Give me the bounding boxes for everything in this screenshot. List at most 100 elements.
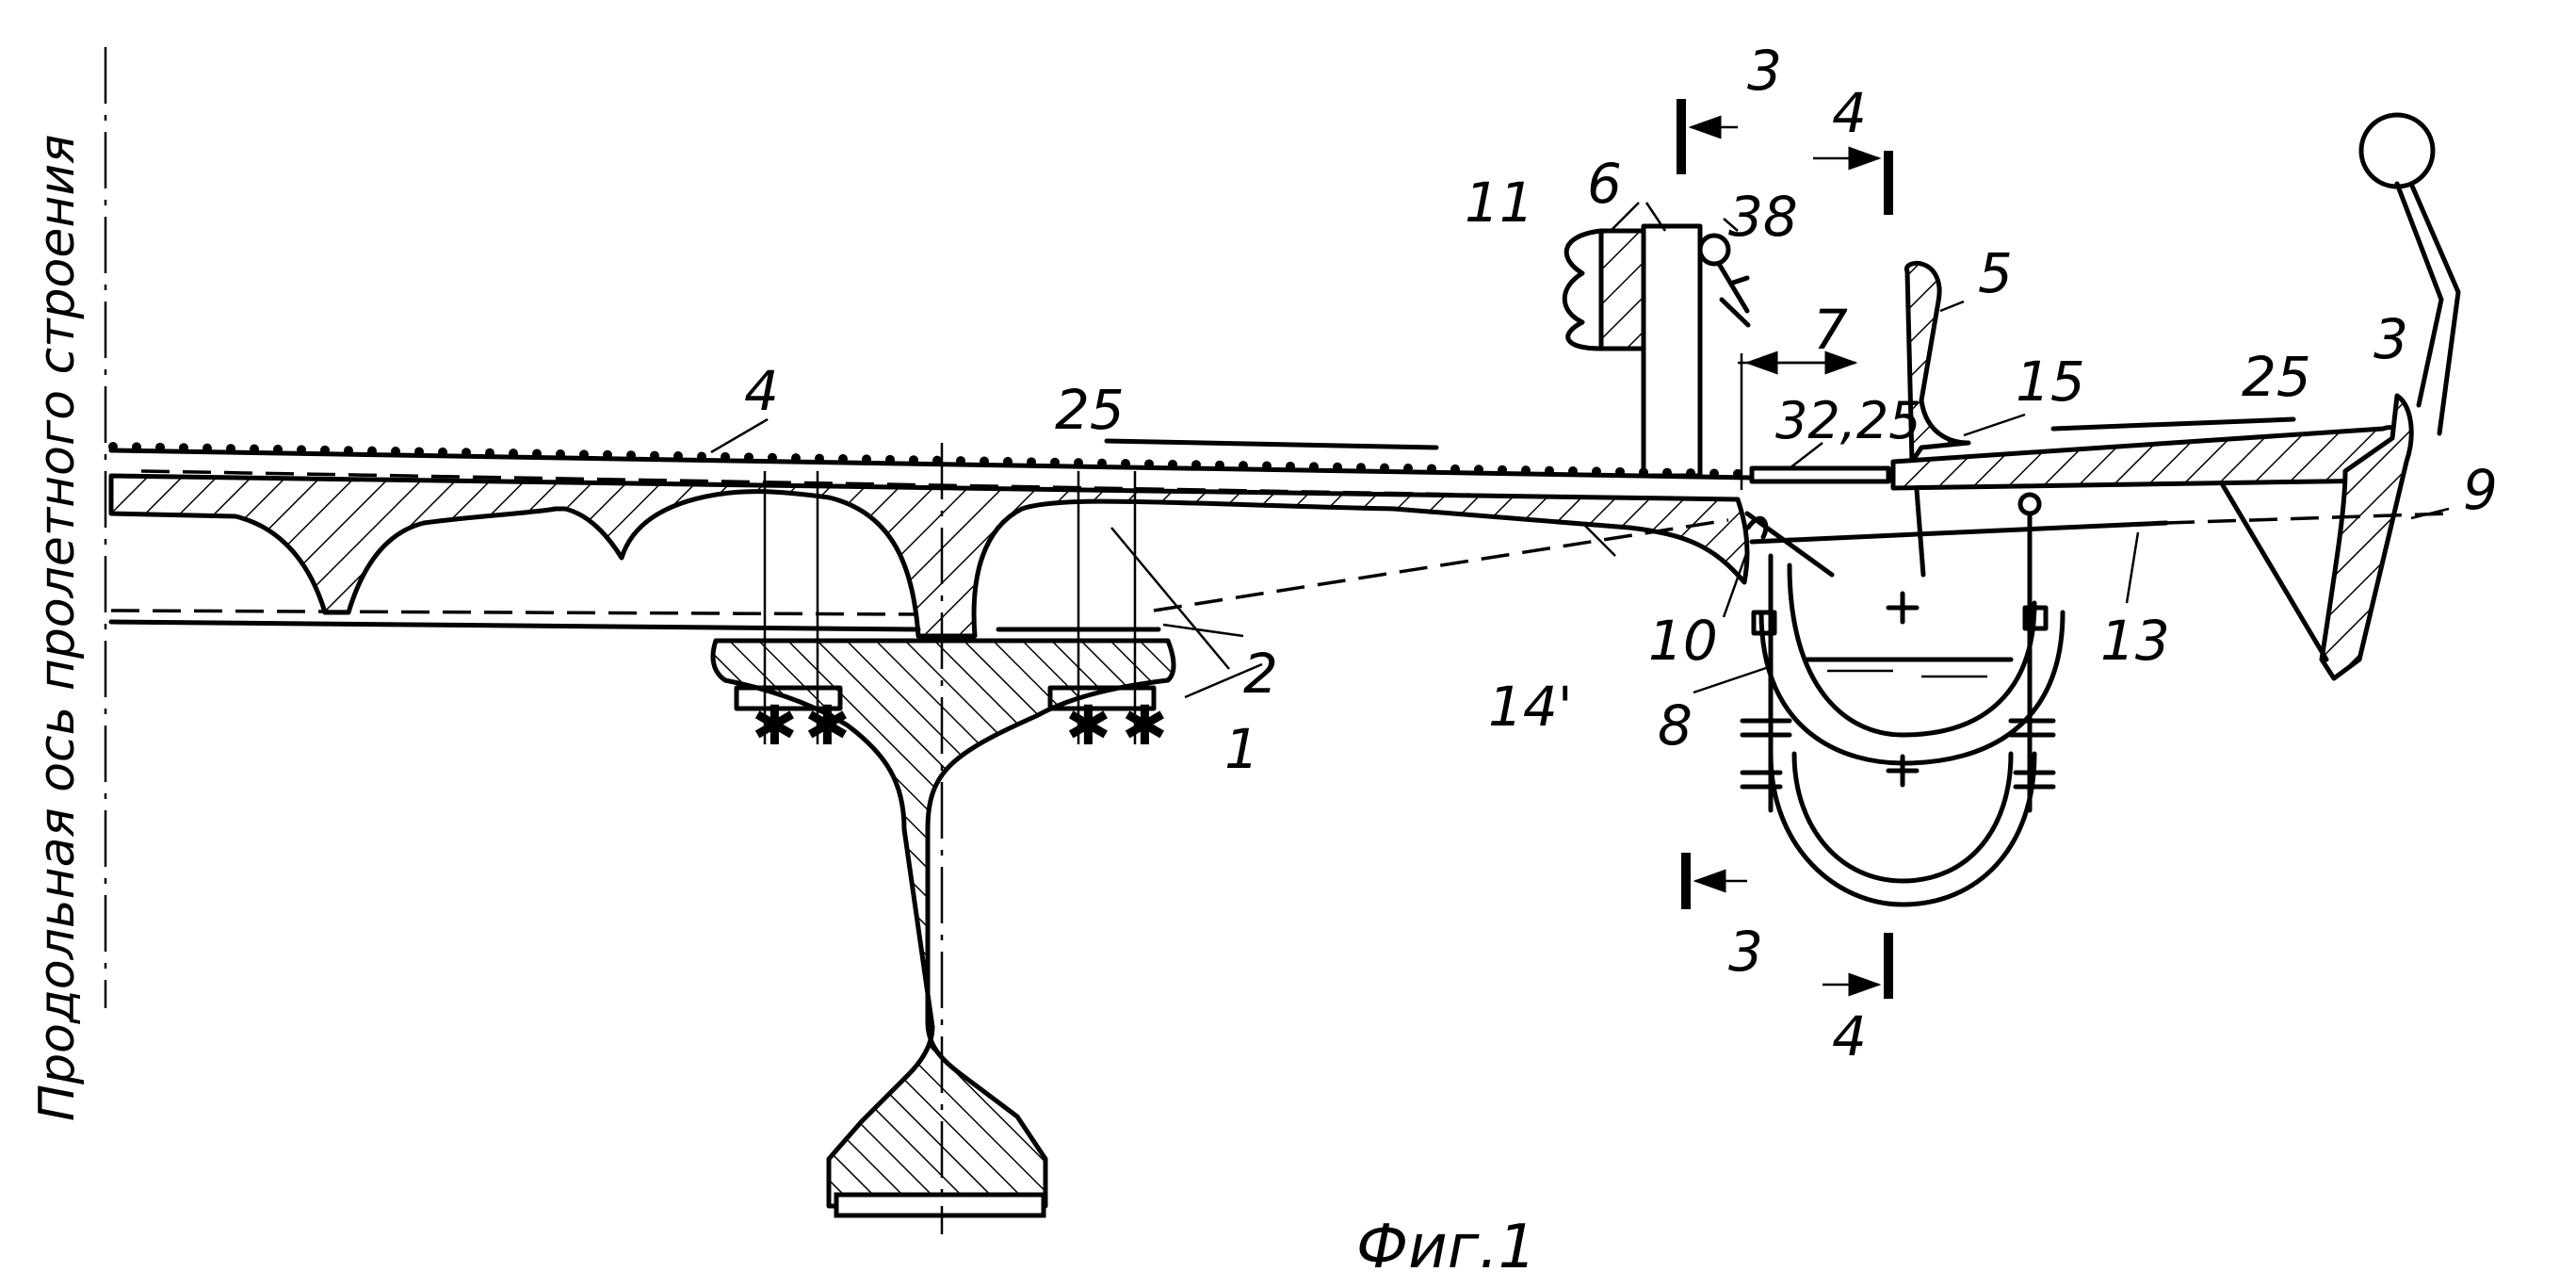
label-11: 11 [1465,171,1534,235]
deck-corrugation-tooth [673,451,683,461]
bolt-assembly-right: ✱ ✱ [1050,471,1168,758]
deck-corrugation-tooth [1097,459,1107,468]
deck-corrugation-tooth [1074,458,1083,467]
deck-corrugation-tooth [956,456,965,465]
deck-corrugation-tooth [250,445,259,454]
deck-corrugation-tooth [1168,460,1177,469]
deck-corrugation-tooth [1615,467,1625,477]
deck-corrugation-tooth [768,453,777,463]
label-2: 2 [1243,642,1278,706]
deck-corrugation-tooth [579,449,589,459]
deck-corrugation-tooth [1521,465,1531,475]
svg-text:4: 4 [1832,1004,1867,1068]
label-6: 6 [1587,152,1622,216]
label-10: 10 [1648,609,1718,673]
deck-corrugation-tooth [414,447,424,456]
label-1: 1 [1224,717,1259,781]
label-5: 5 [1978,241,2013,305]
deck-corrugation-tooth [1474,465,1483,474]
deck-corrugation-tooth [438,448,447,457]
deck-corrugation-tooth [179,443,188,452]
deck-corrugation-tooth [1403,464,1413,473]
section-marker-4-bottom: 4 [1823,933,1888,1068]
svg-text:✱: ✱ [1122,693,1168,758]
deck-corrugation-tooth [1450,465,1460,474]
deck-corrugation-tooth [509,448,518,458]
deck-corrugation-tooth [1498,465,1507,475]
deck-corrugation-tooth [1709,468,1719,478]
bottom-flange-plate [836,1195,1044,1215]
deck-corrugation-tooth [344,446,353,455]
deck-corrugation-tooth [391,447,400,456]
deck-corrugation-tooth [909,455,918,465]
deck-corrugation-tooth [626,450,636,460]
deck-corrugation-tooth [367,447,377,456]
deck-corrugation-tooth [1144,459,1154,468]
label-9: 9 [2463,458,2498,522]
deck-corrugation-tooth [203,444,212,453]
label-38: 38 [1728,185,1798,249]
deck-corrugation-tooth [1286,462,1295,471]
svg-text:3: 3 [1747,39,1782,103]
deck-corrugation-tooth [485,448,494,458]
axis-title: Продольная ось пролетного строения [29,135,86,1121]
drain-pipe-lower [1771,754,2034,905]
deck-corrugation-tooth [273,445,283,454]
deck-corrugation-tooth [1380,464,1389,473]
deck-corrugation-tooth [885,455,895,465]
deck-corrugation-tooth [1239,461,1248,470]
label-32-25: 32,25 [1775,391,1921,450]
deck-corrugation-tooth [744,452,753,462]
label-7: 7 [1813,298,1848,362]
label-3: 3 [2373,307,2408,371]
label-8: 8 [1658,693,1693,758]
deck-corrugation-tooth [1050,458,1060,467]
label-14prime: 14' [1488,675,1573,739]
deck-slab [108,442,1752,636]
deck-corrugation-tooth [532,449,542,459]
label-25-right: 25 [2242,345,2311,409]
deck-corrugation-tooth [226,444,235,453]
slope-indicator-right [2053,419,2293,429]
label-4: 4 [744,359,779,423]
label-15: 15 [2016,350,2085,414]
deck-corrugation-tooth [1545,466,1554,476]
svg-text:4: 4 [1832,81,1867,145]
deck-corrugation-tooth [697,451,706,461]
deck-corrugation-tooth [862,454,871,464]
section-marker-4-top: 4 [1813,81,1888,215]
deck-corrugation-tooth [556,449,565,459]
deck-corrugation-tooth [1191,460,1201,469]
svg-text:✱: ✱ [752,693,798,758]
deck-corrugation-tooth [932,456,942,465]
deck-corrugation-tooth [132,442,141,451]
deck-corrugation-tooth [603,450,612,460]
deck-corrugation-tooth [838,454,848,464]
svg-text:✱: ✱ [804,693,851,758]
deck-corrugation-tooth [108,442,118,451]
svg-text:✱: ✱ [1065,693,1111,758]
deck-corrugation-tooth [980,457,989,466]
svg-text:3: 3 [1728,920,1763,984]
deck-corrugation-tooth [791,453,801,463]
deck-corrugation-tooth [1333,463,1342,472]
label-25-left: 25 [1055,378,1125,442]
section-marker-3-bottom: 3 [1686,853,1763,984]
deck-corrugation-tooth [155,443,165,452]
deck-corrugation-tooth [1427,464,1436,473]
deck-corrugation-tooth [1003,457,1013,466]
railing-post [2361,115,2458,433]
figure-caption: Фиг.1 [1356,1213,1536,1282]
deck-corrugation-tooth [1027,457,1036,466]
post-assembly [1564,226,1748,476]
slope-indicator-left [1107,441,1436,448]
deck-corrugation-tooth [1356,463,1366,472]
deck-corrugation-tooth [1568,466,1578,476]
deck-corrugation-tooth [1121,459,1130,468]
deck-corrugation-tooth [1592,466,1601,476]
deck-corrugation-tooth [462,448,471,457]
deck-corrugation-tooth [721,452,730,462]
label-13: 13 [2100,609,2170,673]
deck-corrugation-tooth [815,454,824,464]
